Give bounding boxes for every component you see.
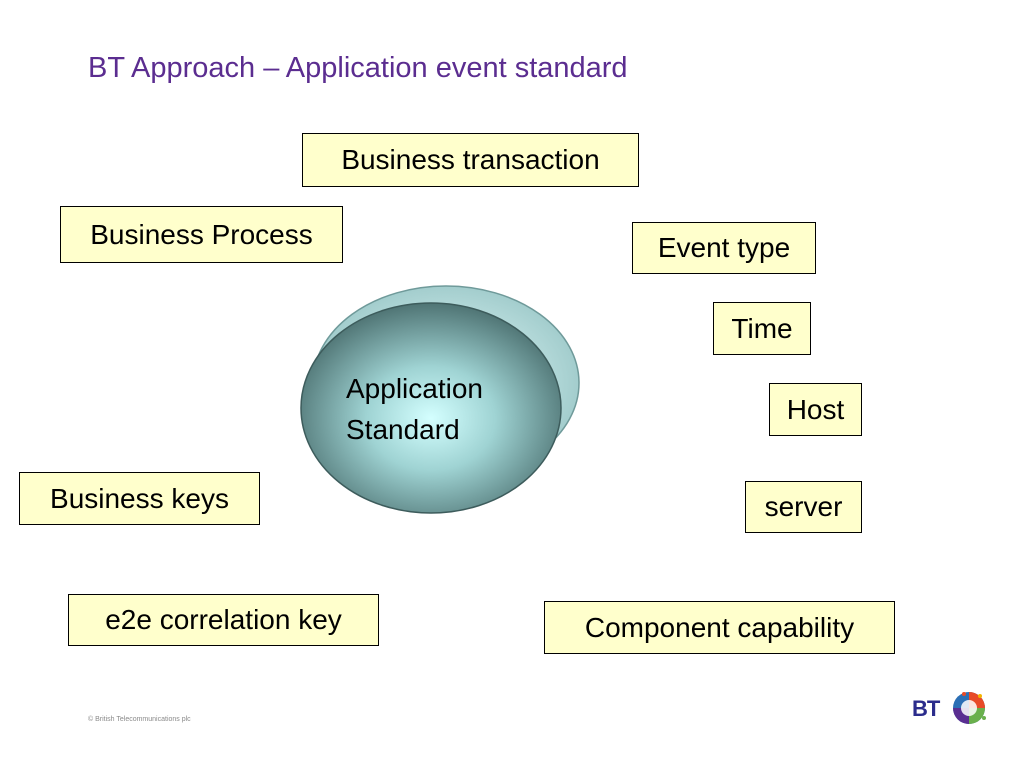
bt-logo: BT (912, 686, 990, 730)
application-standard-label: Application Standard (346, 368, 483, 450)
host-box: Host (769, 383, 862, 436)
event-type-box: Event type (632, 222, 816, 274)
center-label-line1: Application (346, 373, 483, 404)
application-standard-ellipse (300, 285, 580, 514)
business-transaction-box: Business transaction (302, 133, 639, 187)
component-capability-box: Component capability (544, 601, 895, 654)
copyright-text: © British Telecommunications plc (88, 716, 191, 723)
ellipse-front (300, 302, 562, 514)
e2e-correlation-key-box: e2e correlation key (68, 594, 379, 646)
bt-piper-icon (953, 692, 986, 724)
business-keys-box: Business keys (19, 472, 260, 525)
slide-title: BT Approach – Application event standard (88, 52, 628, 84)
time-box: Time (713, 302, 811, 355)
business-process-box: Business Process (60, 206, 343, 263)
bt-logo-text: BT (912, 696, 940, 721)
server-box: server (745, 481, 862, 533)
center-label-line2: Standard (346, 414, 460, 445)
